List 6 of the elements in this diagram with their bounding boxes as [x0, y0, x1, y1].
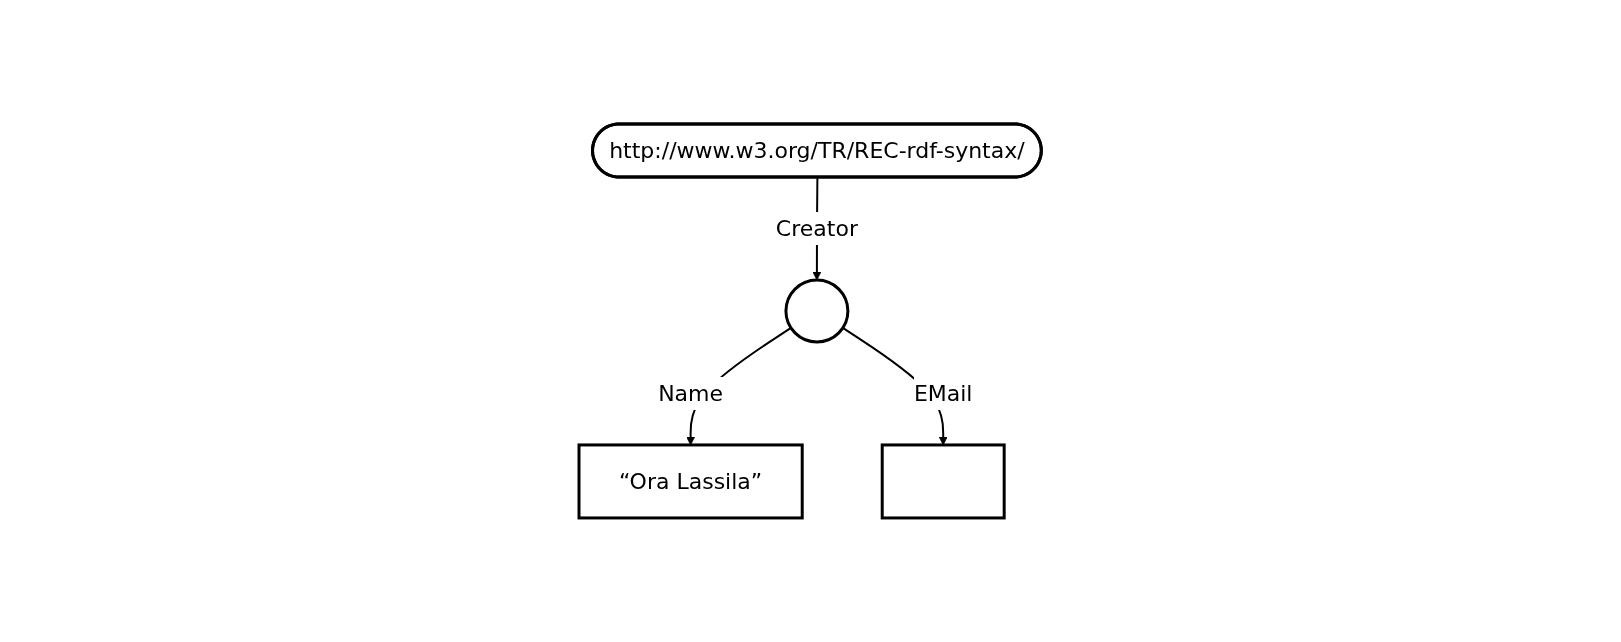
node-circle	[784, 278, 850, 344]
node-box: “Ora Lassila”	[577, 443, 805, 520]
edge-label: EMail	[914, 380, 973, 406]
edge-label: Name	[658, 380, 724, 406]
node-box	[881, 443, 1007, 520]
edge-label: Creator	[776, 216, 859, 242]
